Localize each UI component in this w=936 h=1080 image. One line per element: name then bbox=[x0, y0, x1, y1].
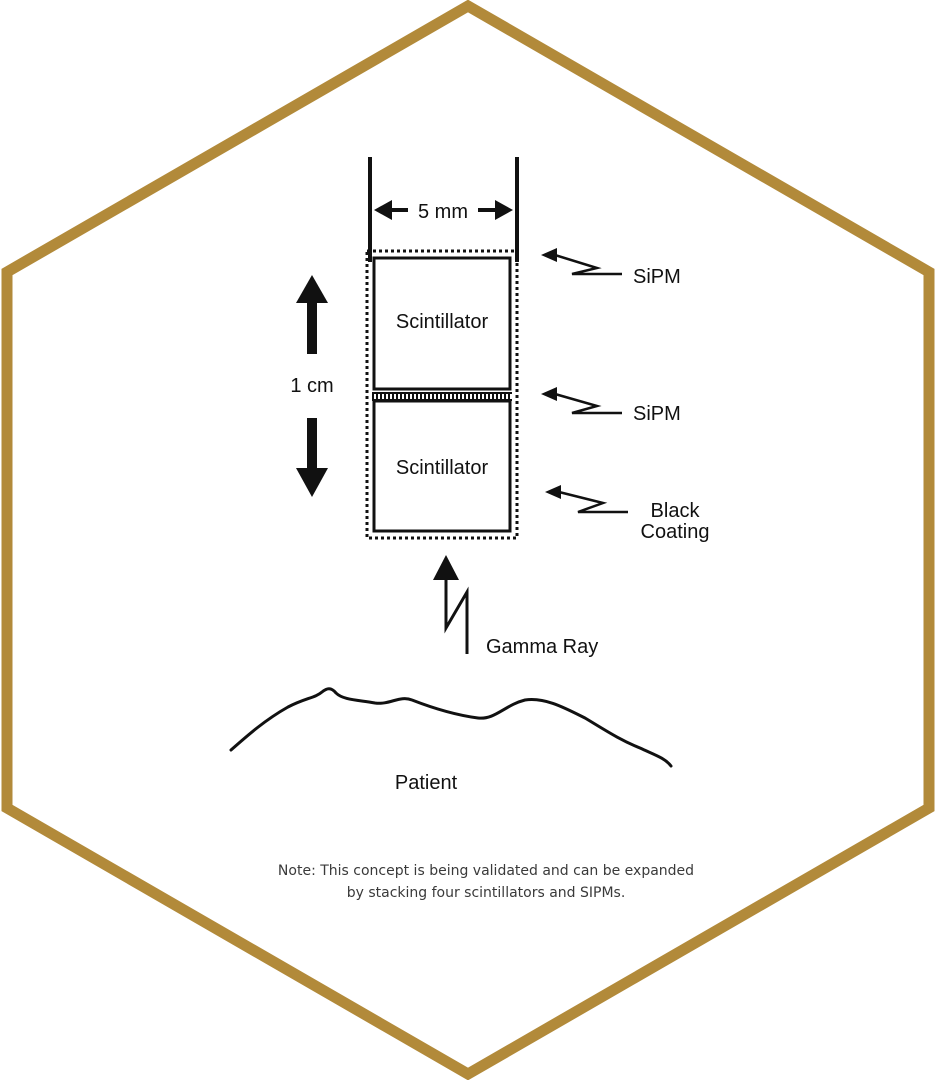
width-dimension: 5 mm bbox=[368, 157, 519, 262]
note-line2: by stacking four scintillators and SIPMs… bbox=[347, 885, 626, 901]
zigzag-arrow-icon bbox=[541, 248, 622, 276]
left-arrow-icon bbox=[374, 200, 408, 220]
sipm-top-label: SiPM bbox=[633, 266, 681, 288]
up-arrow-icon bbox=[296, 275, 328, 354]
sipm-middle-label: SiPM bbox=[633, 403, 681, 425]
patient: Patient bbox=[229, 687, 673, 794]
scintillator-bottom-label: Scintillator bbox=[396, 457, 489, 479]
gamma-ray-arrow-icon bbox=[433, 555, 469, 654]
scintillator-bottom: Scintillator bbox=[372, 399, 512, 533]
sipm-top-pointer: SiPM bbox=[541, 248, 681, 288]
scintillator-top-label: Scintillator bbox=[396, 311, 489, 333]
right-arrow-icon bbox=[478, 200, 513, 220]
gamma-ray-label: Gamma Ray bbox=[486, 636, 598, 658]
zigzag-arrow-icon bbox=[545, 485, 628, 514]
coating-label-line1: Black bbox=[651, 500, 701, 522]
zigzag-arrow-icon bbox=[541, 387, 622, 415]
black-coating-outline bbox=[365, 249, 519, 540]
coating-pointer: Black Coating bbox=[545, 485, 709, 543]
coating-label-line2: Coating bbox=[641, 521, 710, 543]
note: Note: This concept is being validated an… bbox=[278, 863, 694, 901]
height-dimension: 1 cm bbox=[290, 275, 334, 497]
down-arrow-icon bbox=[296, 418, 328, 497]
note-line1: Note: This concept is being validated an… bbox=[278, 863, 694, 879]
patient-outline bbox=[229, 687, 673, 768]
sipm-middle-pointer: SiPM bbox=[541, 387, 681, 425]
width-label: 5 mm bbox=[418, 201, 468, 223]
gamma-ray: Gamma Ray bbox=[433, 555, 598, 658]
patient-label: Patient bbox=[395, 772, 458, 794]
height-label: 1 cm bbox=[290, 375, 333, 397]
scintillator-top: Scintillator bbox=[372, 256, 512, 391]
